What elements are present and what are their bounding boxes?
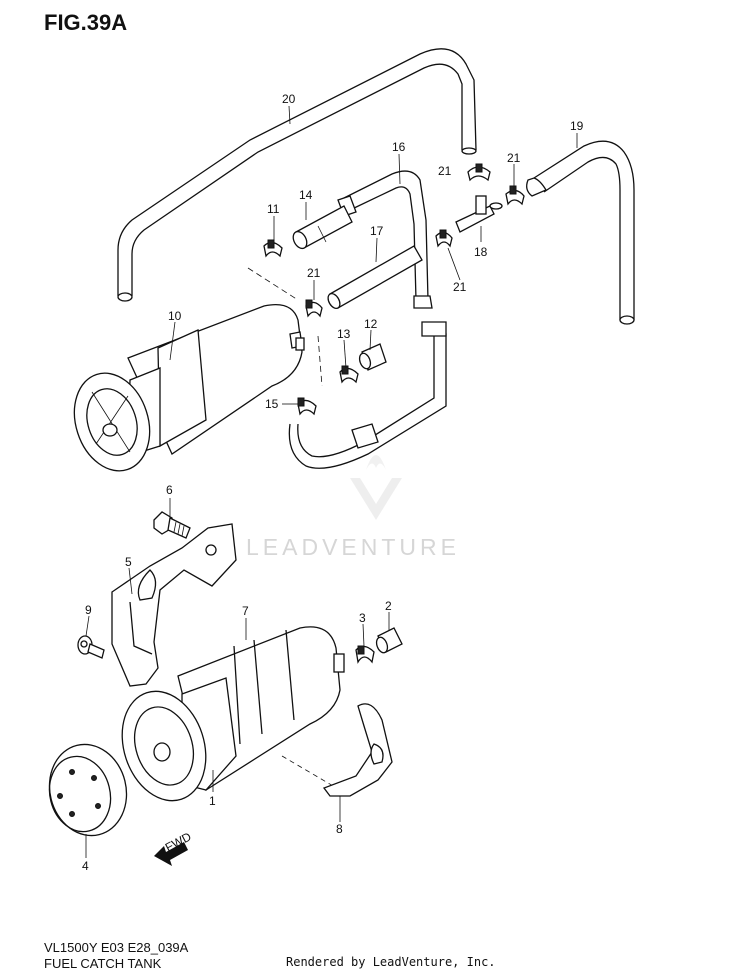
callout-14: 14: [299, 188, 313, 202]
callout-8: 8: [336, 822, 343, 836]
clamp-21-top: [467, 163, 491, 182]
model-code: VL1500Y E03 E28_039A: [44, 940, 189, 955]
clamp-13: [339, 365, 359, 384]
pipe-14: [292, 205, 353, 250]
clamp-11: [263, 239, 283, 258]
callout-17: 17: [370, 224, 384, 238]
bolt-6: [153, 511, 191, 539]
callout-18: 18: [474, 245, 488, 259]
callout-9: 9: [85, 603, 92, 617]
hose-20: [117, 48, 477, 302]
callout-10: 10: [168, 309, 182, 323]
watermark-logo: [350, 455, 402, 520]
callout-4: 4: [82, 859, 89, 873]
callout-21b: 21: [507, 151, 521, 165]
callout-21c: 21: [453, 280, 467, 294]
callout-6: 6: [166, 483, 173, 497]
clamp-15: [297, 397, 317, 416]
clamp-21-right: [505, 185, 525, 206]
figure-caption: FUEL CATCH TANK: [44, 956, 162, 971]
render-credit: Rendered by LeadVenture, Inc.: [286, 955, 496, 969]
callout-1: 1: [209, 794, 216, 808]
callout-2: 2: [385, 599, 392, 613]
cap-4: [48, 743, 128, 837]
callout-11: 11: [267, 202, 280, 216]
joint-2: [375, 627, 403, 654]
clamp-3: [355, 645, 375, 664]
callout-5: 5: [125, 555, 132, 569]
bracket-5: [111, 523, 237, 687]
hose-19: [526, 140, 635, 325]
screw-9: [77, 635, 105, 659]
clamp-21-left: [305, 299, 323, 318]
joint-12: [358, 343, 387, 371]
callout-7: 7: [242, 604, 249, 618]
callout-labels: 20 19 16 21 21 14 11 17 18 21 21 10 12 1…: [82, 92, 584, 873]
callout-3: 3: [359, 611, 366, 625]
callout-15: 15: [265, 397, 279, 411]
catch-tank-7: [121, 626, 345, 802]
dashed-leaders: [247, 267, 341, 791]
bracket-8: [322, 703, 393, 797]
lower-hose: [288, 321, 447, 469]
watermark-text: LEADVENTURE: [246, 534, 460, 560]
callout-20: 20: [282, 92, 296, 106]
fwd-arrow-icon: FWD: [154, 829, 194, 866]
joint-18: [455, 195, 503, 233]
callout-16: 16: [392, 140, 406, 154]
callout-21d: 21: [307, 266, 321, 280]
callout-21a: 21: [438, 164, 452, 178]
clamp-21-mid: [435, 229, 453, 248]
callout-leaders: [85, 105, 578, 858]
hose-17: [327, 245, 423, 310]
callout-19: 19: [570, 119, 584, 133]
figure-title: FIG.39A: [44, 10, 128, 35]
callout-13: 13: [337, 327, 351, 341]
catch-tank-assy-10: [73, 303, 305, 472]
callout-12: 12: [364, 317, 378, 331]
